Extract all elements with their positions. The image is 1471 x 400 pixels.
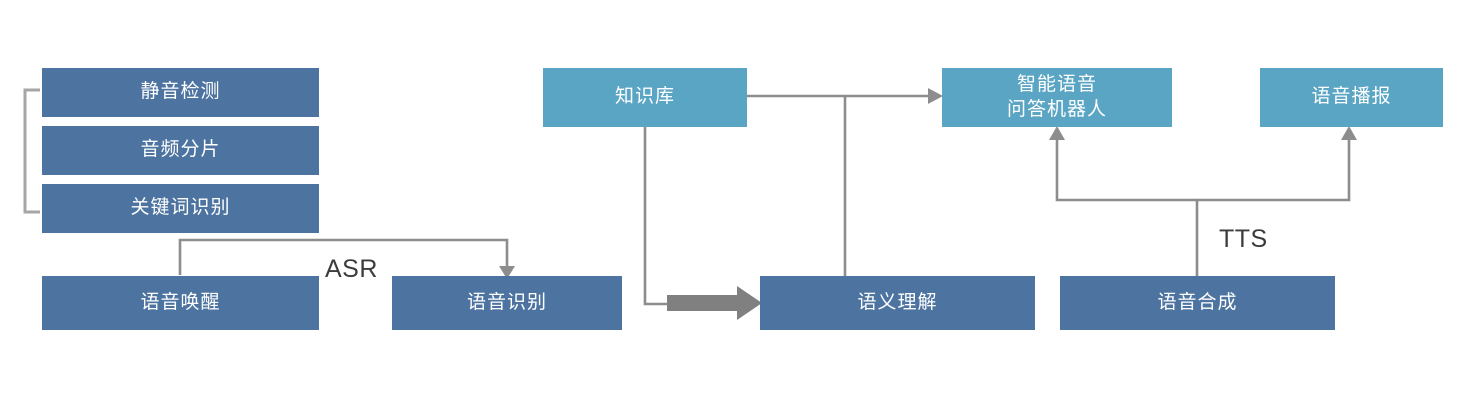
node-qa-robot[interactable]: 智能语音 问答机器人 xyxy=(942,68,1172,127)
edge-label-tts: TTS xyxy=(1219,225,1268,253)
node-speech-synthesis[interactable]: 语音合成 xyxy=(1060,276,1335,330)
front-end-group-bracket xyxy=(23,88,40,214)
node-knowledge-base[interactable]: 知识库 xyxy=(543,68,747,127)
connector-synthesis-trunk xyxy=(1055,138,1199,276)
node-keyword-spotting[interactable]: 关键词识别 xyxy=(42,184,319,233)
connector-recognition-to-semantic-fat-arrow xyxy=(667,286,762,320)
connector-knowledge-to-robot-arrowhead xyxy=(928,88,943,104)
connector-synthesis-to-broadcast-arrowhead xyxy=(1341,126,1357,140)
node-silence-detection[interactable]: 静音检测 xyxy=(42,68,319,117)
node-semantic-understanding[interactable]: 语义理解 xyxy=(760,276,1035,330)
node-audio-slicing[interactable]: 音频分片 xyxy=(42,126,319,175)
connector-knowledge-to-semantic xyxy=(643,127,668,306)
node-speech-recognition[interactable]: 语音识别 xyxy=(392,276,622,330)
node-voice-broadcast[interactable]: 语音播报 xyxy=(1260,68,1443,127)
node-voice-wakeup[interactable]: 语音唤醒 xyxy=(42,276,319,330)
edge-label-asr: ASR xyxy=(325,255,378,283)
connector-synthesis-to-broadcast xyxy=(1197,138,1351,202)
connector-synthesis-to-robot-arrowhead xyxy=(1049,126,1065,140)
